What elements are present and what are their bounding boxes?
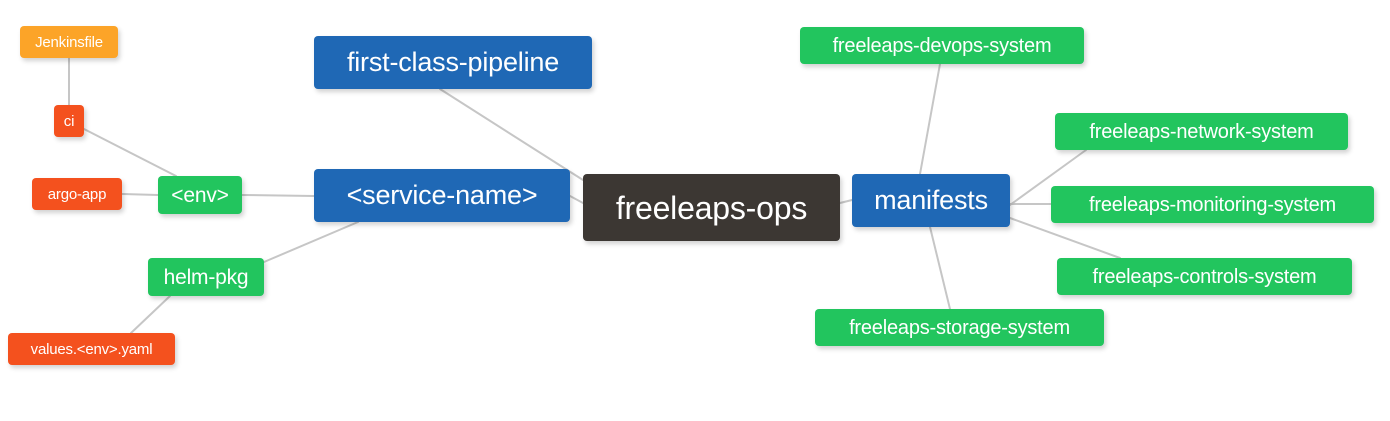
node-label-freeleaps-ops: freeleaps-ops <box>615 189 808 226</box>
edge-env-to-ci <box>83 128 177 177</box>
node-label-first-class-pipeline: first-class-pipeline <box>346 47 560 77</box>
edge-manifests-to-freeleaps-controls-system <box>1009 217 1121 259</box>
edge-manifests-to-freeleaps-devops-system <box>919 63 941 175</box>
edge-manifests-to-freeleaps-storage-system <box>929 226 951 310</box>
node-helm-pkg[interactable]: helm-pkg <box>148 258 264 296</box>
node-label-env: <env> <box>171 183 229 207</box>
node-label-freeleaps-network-system: freeleaps-network-system <box>1089 120 1314 143</box>
node-freeleaps-storage-system[interactable]: freeleaps-storage-system <box>815 309 1104 346</box>
node-label-service-name: <service-name> <box>346 180 538 210</box>
node-label-helm-pkg: helm-pkg <box>163 265 249 289</box>
node-freeleaps-ops[interactable]: freeleaps-ops <box>583 174 840 241</box>
node-label-ci: ci <box>63 112 75 130</box>
node-freeleaps-monitoring-system[interactable]: freeleaps-monitoring-system <box>1051 186 1374 223</box>
node-first-class-pipeline[interactable]: first-class-pipeline <box>314 36 592 89</box>
edge-freeleaps-ops-to-manifests <box>839 199 853 204</box>
edge-freeleaps-ops-to-service-name <box>569 195 584 204</box>
edge-freeleaps-ops-to-first-class-pipeline <box>439 88 584 181</box>
node-jenkinsfile[interactable]: Jenkinsfile <box>20 26 118 58</box>
node-ci[interactable]: ci <box>54 105 84 137</box>
node-label-argo-app: argo-app <box>47 185 107 203</box>
edge-service-name-to-helm-pkg <box>263 221 359 263</box>
node-argo-app[interactable]: argo-app <box>32 178 122 210</box>
node-freeleaps-network-system[interactable]: freeleaps-network-system <box>1055 113 1348 150</box>
node-freeleaps-controls-system[interactable]: freeleaps-controls-system <box>1057 258 1352 295</box>
node-service-name[interactable]: <service-name> <box>314 169 570 222</box>
node-label-values-env-yaml: values.<env>.yaml <box>30 340 153 358</box>
edge-env-to-argo-app <box>121 193 159 196</box>
node-values-env-yaml[interactable]: values.<env>.yaml <box>8 333 175 365</box>
edge-helm-pkg-to-values-env-yaml <box>130 295 171 334</box>
node-freeleaps-devops-system[interactable]: freeleaps-devops-system <box>800 27 1084 64</box>
node-env[interactable]: <env> <box>158 176 242 214</box>
node-label-freeleaps-devops-system: freeleaps-devops-system <box>832 34 1052 57</box>
node-label-manifests: manifests <box>874 185 988 215</box>
node-label-freeleaps-controls-system: freeleaps-controls-system <box>1092 265 1317 288</box>
node-manifests[interactable]: manifests <box>852 174 1010 227</box>
node-label-jenkinsfile: Jenkinsfile <box>35 33 103 51</box>
node-label-freeleaps-storage-system: freeleaps-storage-system <box>849 316 1070 339</box>
edge-service-name-to-env <box>241 194 315 197</box>
node-label-freeleaps-monitoring-system: freeleaps-monitoring-system <box>1089 193 1336 216</box>
